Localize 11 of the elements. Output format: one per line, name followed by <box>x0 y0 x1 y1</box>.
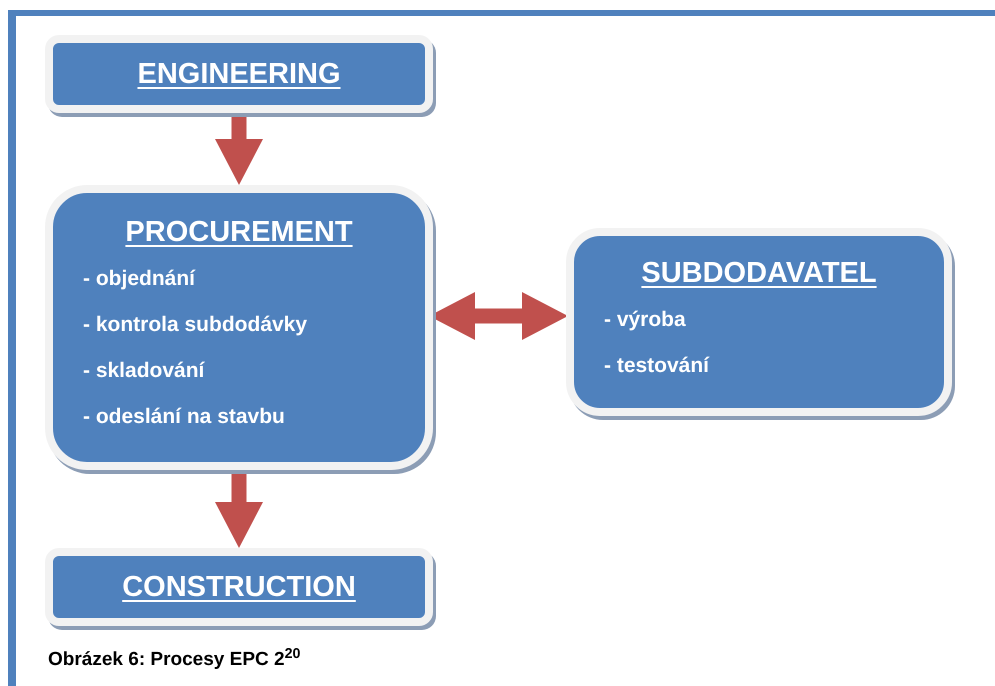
list-item: - kontrola subdodávky <box>83 312 308 338</box>
list-item: - objednání <box>83 266 195 292</box>
figure-caption: Obrázek 6: Procesy EPC 2$^{20}$ <box>48 648 300 672</box>
box-heading: PROCUREMENT <box>125 215 353 249</box>
list-item: - skladování <box>83 358 204 384</box>
list-item: - výroba <box>604 307 686 333</box>
list-item: - testování <box>604 353 710 379</box>
list-item: - odeslání na stavbu <box>83 404 285 430</box>
box-heading: ENGINEERING <box>137 57 341 91</box>
box-heading: CONSTRUCTION <box>122 570 356 604</box>
box-heading: SUBDODAVATEL <box>641 256 877 290</box>
